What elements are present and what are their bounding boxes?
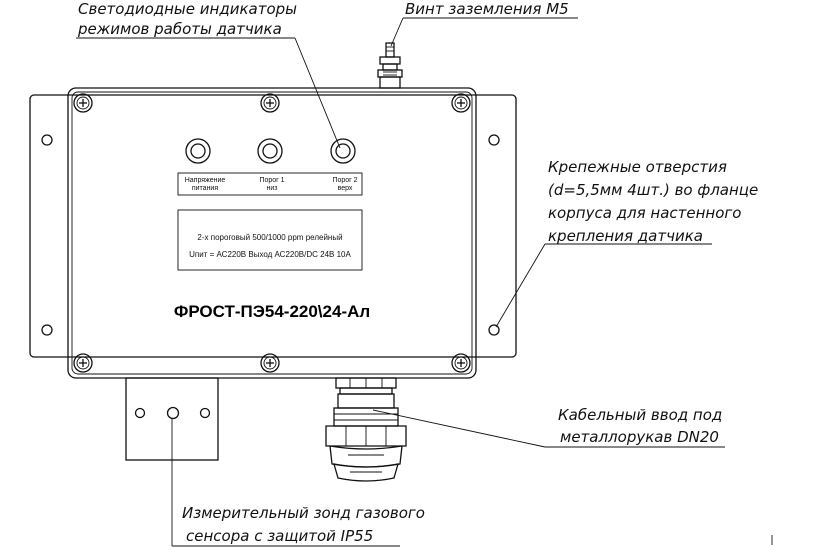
- callout-cable-line1: Кабельный ввод под: [558, 406, 722, 424]
- spec-plate-line2: Uпит = АС220В Выход АС220В/DC 24В 10А: [189, 250, 351, 259]
- spec-plate-line1: 2-х пороговый 500/1000 ppm релейный: [197, 233, 342, 242]
- cable-gland: [325, 377, 407, 482]
- callout-mount-line2: (d=5,5мм 4шт.) во фланце: [548, 181, 758, 199]
- callout-led-line2: режимов работы датчика: [77, 20, 282, 38]
- callout-mount-line3: корпуса для настенного: [548, 204, 741, 222]
- housing-inner-edge: [71, 91, 473, 375]
- label-threshold1-2: низ: [267, 185, 278, 192]
- cover-screw-top-left: [73, 93, 93, 113]
- led-power-indicator: [185, 138, 211, 164]
- model-name: ФРОСТ-ПЭ54-220\24-Ал: [174, 302, 370, 321]
- callout-mount-line1: Крепежные отверстия: [548, 158, 727, 176]
- mounting-hole-bottom-left: [41, 324, 53, 336]
- mounting-hole-bottom-right: [488, 324, 500, 336]
- label-power-1: Напряжение: [185, 177, 226, 184]
- cover-screw-top-mid: [260, 93, 280, 113]
- leader-mount-pointer: [495, 243, 546, 328]
- ground-screw: [377, 42, 403, 89]
- mounting-hole-top-left: [41, 134, 53, 146]
- callout-led-line1: Светодиодные индикаторы: [78, 0, 297, 18]
- cover-screw-bottom-mid: [260, 353, 280, 373]
- label-threshold2-2: верх: [338, 185, 353, 192]
- leader-led-pointer: [294, 37, 341, 149]
- leader-cable-pointer: [372, 409, 546, 448]
- mounting-hole-top-right: [488, 134, 500, 146]
- housing-body: [67, 87, 477, 379]
- label-threshold1-1: Порог 1: [259, 177, 284, 184]
- spec-plate: [177, 209, 363, 271]
- callout-probe-line1: Измерительный зонд газового: [182, 504, 425, 522]
- callout-ground-screw: Винт заземления М5: [405, 0, 569, 18]
- indicator-label-strip: [177, 172, 363, 196]
- led-threshold2-indicator: [330, 138, 356, 164]
- leader-ground-pointer: [390, 17, 404, 47]
- cover-screw-bottom-left: [73, 353, 93, 373]
- label-power-2: питания: [192, 185, 218, 192]
- callout-cable-line2: металлорукав DN20: [560, 428, 719, 446]
- led-threshold1-indicator: [257, 138, 283, 164]
- cover-screw-top-right: [451, 93, 471, 113]
- label-threshold2-1: Порог 2: [332, 177, 357, 184]
- callout-probe-line2: сенсора с защитой IP55: [186, 527, 373, 545]
- cover-screw-bottom-right: [451, 353, 471, 373]
- callout-mount-line4: крепления датчика: [548, 227, 703, 245]
